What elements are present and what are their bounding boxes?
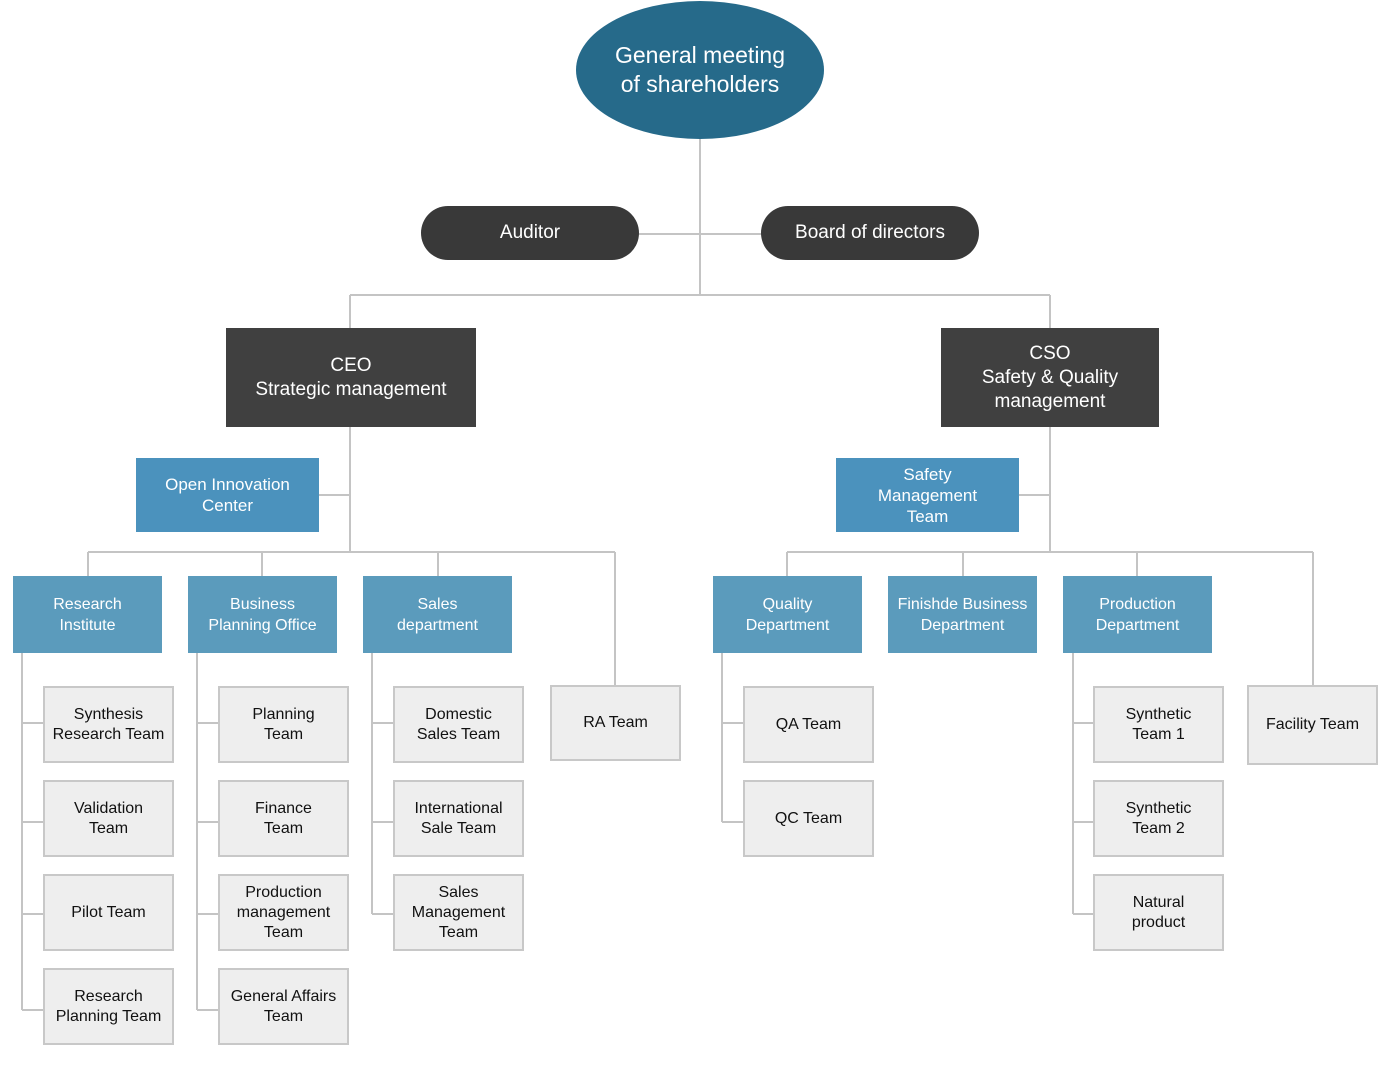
cso-node: CSO Safety & Quality management — [941, 328, 1159, 427]
natural-product-node: Natural product — [1093, 874, 1224, 951]
sales-management-team-node: Sales Management Team — [393, 874, 524, 951]
sales-department-node: Sales department — [363, 576, 512, 653]
qc-team-node: QC Team — [743, 780, 874, 857]
auditor-node: Auditor — [421, 206, 639, 260]
shareholders-meeting-node: General meeting of shareholders — [576, 1, 824, 139]
qa-team-node: QA Team — [743, 686, 874, 763]
domestic-sales-team-node: Domestic Sales Team — [393, 686, 524, 763]
open-innovation-center-node: Open Innovation Center — [136, 458, 319, 532]
synthetic-team-2-node: Synthetic Team 2 — [1093, 780, 1224, 857]
finished-business-department-node: Finishde Business Department — [888, 576, 1037, 653]
planning-team-node: Planning Team — [218, 686, 349, 763]
production-department-node: Production Department — [1063, 576, 1212, 653]
international-sale-team-node: International Sale Team — [393, 780, 524, 857]
validation-team-node: Validation Team — [43, 780, 174, 857]
pilot-team-node: Pilot Team — [43, 874, 174, 951]
synthetic-team-1-node: Synthetic Team 1 — [1093, 686, 1224, 763]
quality-department-node: Quality Department — [713, 576, 862, 653]
safety-management-team-node: Safety Management Team — [836, 458, 1019, 532]
business-planning-office-node: Business Planning Office — [188, 576, 337, 653]
research-planning-team-node: Research Planning Team — [43, 968, 174, 1045]
general-affairs-team-node: General Affairs Team — [218, 968, 349, 1045]
research-institute-node: Research Institute — [13, 576, 162, 653]
finance-team-node: Finance Team — [218, 780, 349, 857]
production-management-team-node: Production management Team — [218, 874, 349, 951]
board-of-directors-node: Board of directors — [761, 206, 979, 260]
ra-team-node: RA Team — [550, 685, 681, 761]
facility-team-node: Facility Team — [1247, 685, 1378, 765]
synthesis-research-team-node: Synthesis Research Team — [43, 686, 174, 763]
ceo-node: CEO Strategic management — [226, 328, 476, 427]
